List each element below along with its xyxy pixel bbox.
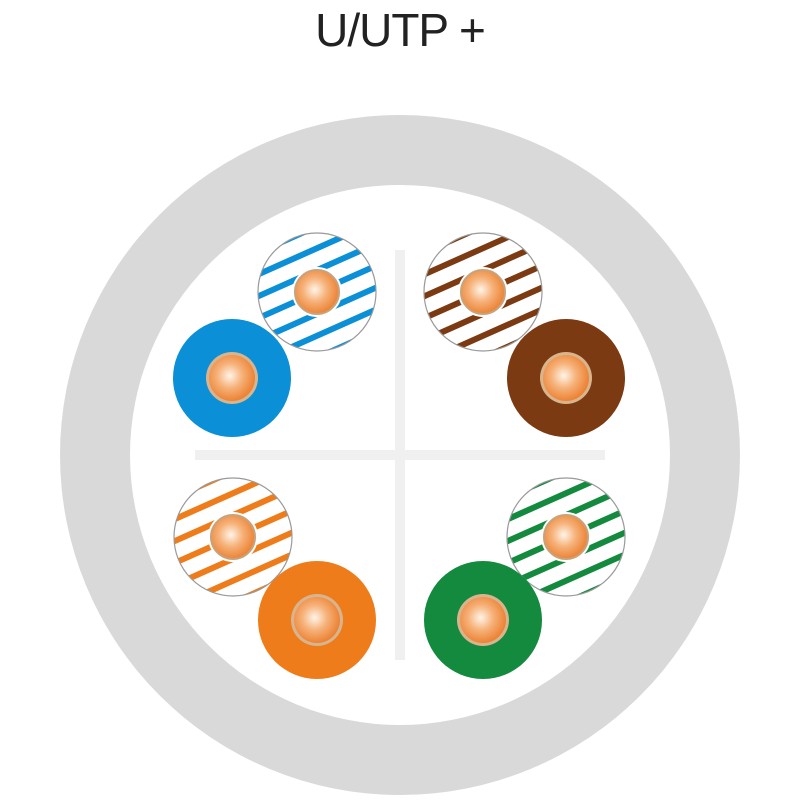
wire-brown-solid (507, 319, 625, 437)
copper-conductor (460, 269, 506, 315)
copper-conductor (543, 514, 589, 560)
copper-conductor (460, 597, 506, 643)
copper-conductor (294, 597, 340, 643)
copper-conductor (543, 355, 589, 401)
copper-conductor (209, 355, 255, 401)
wire-green-solid (424, 561, 542, 679)
cross-separator (195, 250, 605, 660)
wire-orange-solid (258, 561, 376, 679)
wire-blue-solid (173, 319, 291, 437)
copper-conductor (294, 269, 340, 315)
copper-conductor (210, 514, 256, 560)
cable-type-title: U/UTP + (315, 4, 486, 56)
